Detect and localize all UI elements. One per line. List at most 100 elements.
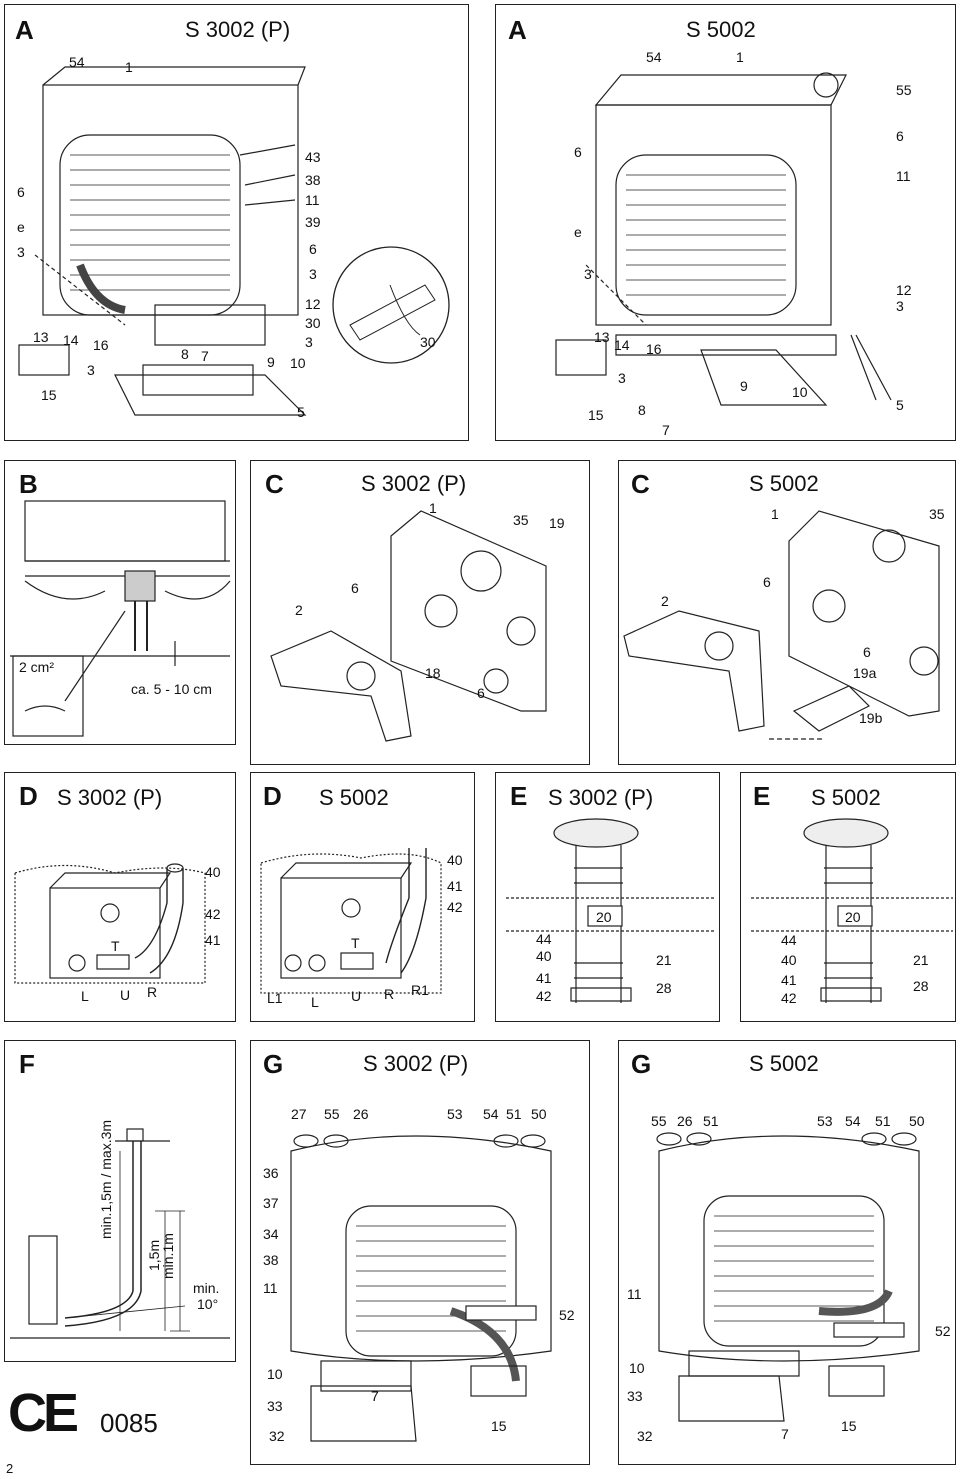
callout-label: 6 bbox=[763, 574, 771, 590]
callout-label: 3 bbox=[17, 244, 25, 260]
panel-E-5002: E S 5002 20 44 40 41 42 21 28 bbox=[740, 772, 956, 1022]
callout-label: L bbox=[81, 988, 89, 1004]
callout-label: 34 bbox=[263, 1226, 279, 1242]
callout-label: 15 bbox=[841, 1418, 857, 1434]
callout-label: 30 bbox=[420, 334, 436, 350]
panel-title: S 5002 bbox=[686, 17, 756, 42]
callout-label: 3 bbox=[305, 334, 313, 350]
callout-label: 36 bbox=[263, 1165, 279, 1181]
panel-A-3002: A S 3002 (P) 54 1 43 38 11 39 6 3 12 30 … bbox=[4, 4, 469, 441]
panel-C-3002: C S 3002 (P) 1 35 19 6 2 18 6 bbox=[250, 460, 590, 765]
panel-letter: B bbox=[19, 469, 38, 499]
panel-E-3002: E S 3002 (P) 20 44 40 41 42 21 28 bbox=[495, 772, 720, 1022]
callout-label: 33 bbox=[627, 1388, 643, 1404]
callout-label: 13 bbox=[594, 329, 610, 345]
panel-title: S 5002 bbox=[319, 785, 389, 810]
heater-exploded-diagram bbox=[555, 72, 892, 406]
panel-D-3002: D S 3002 (P) 40 42 41 T L U R bbox=[4, 772, 236, 1022]
callout-label: 3 bbox=[309, 266, 317, 282]
callout-label: 28 bbox=[913, 978, 929, 994]
callout-label: 6 bbox=[351, 580, 359, 596]
callout-label: 54 bbox=[69, 54, 85, 70]
callout-label: 14 bbox=[63, 332, 79, 348]
panel-B: B 2 cm² ca. 5 - 10 cm bbox=[4, 460, 236, 745]
panel-G-3002: G S 3002 (P) 27 55 26 53 54 51 50 36 37 … bbox=[250, 1040, 590, 1465]
panel-letter: E bbox=[510, 781, 528, 811]
callout-label: 44 bbox=[536, 931, 552, 947]
callout-label: 51 bbox=[703, 1113, 719, 1129]
panel-F: F min.1,5m / max.3m 1,5m min.1m min. 10° bbox=[4, 1040, 236, 1362]
callout-label: 54 bbox=[483, 1106, 499, 1122]
panel-letter: F bbox=[19, 1049, 35, 1079]
callout-label: 10 bbox=[290, 355, 306, 371]
callout-label: 27 bbox=[291, 1106, 307, 1122]
panel-letter: E bbox=[753, 781, 771, 811]
callout-label: min. bbox=[193, 1280, 220, 1296]
callout-label: 5 bbox=[297, 404, 305, 420]
callout-label: 2 cm² bbox=[19, 659, 54, 675]
callout-label: 41 bbox=[536, 970, 552, 986]
callout-label: 10 bbox=[629, 1360, 645, 1376]
callout-label: 3 bbox=[618, 370, 626, 386]
heater-duct-diagram bbox=[14, 863, 206, 984]
callout-label: R1 bbox=[411, 982, 429, 998]
callout-label: L bbox=[311, 994, 319, 1010]
callout-label: 15 bbox=[491, 1418, 507, 1434]
mounting-frame-diagram bbox=[623, 510, 940, 740]
certification-number: 0085 bbox=[100, 1408, 158, 1438]
callout-label: 51 bbox=[875, 1113, 891, 1129]
callout-label: 9 bbox=[740, 378, 748, 394]
callout-label: 55 bbox=[896, 82, 912, 98]
callout-label: 32 bbox=[269, 1428, 285, 1444]
callout-label: 3 bbox=[896, 298, 904, 314]
callout-label: 7 bbox=[371, 1388, 379, 1404]
callout-label: 3 bbox=[584, 266, 592, 282]
callout-label: 2 bbox=[661, 593, 669, 609]
roof-cowl-diagram bbox=[506, 818, 716, 1003]
callout-label: 30 bbox=[305, 315, 321, 331]
callout-label: 6 bbox=[477, 685, 485, 701]
callout-label: min.1,5m / max.3m bbox=[98, 1119, 114, 1239]
panel-letter: D bbox=[263, 781, 282, 811]
callout-label: 26 bbox=[353, 1106, 369, 1122]
callout-label: 11 bbox=[263, 1280, 278, 1296]
callout-label: 52 bbox=[559, 1307, 575, 1323]
callout-label: 10° bbox=[197, 1296, 219, 1312]
callout-label: 54 bbox=[845, 1113, 861, 1129]
mounting-frame-diagram bbox=[270, 510, 547, 742]
callout-label: 42 bbox=[781, 990, 797, 1006]
callout-label: U bbox=[351, 988, 362, 1004]
callout-label: 41 bbox=[205, 932, 221, 948]
callout-label: 20 bbox=[845, 909, 861, 925]
heater-duct-diagram bbox=[260, 848, 442, 994]
callout-label: 11 bbox=[627, 1286, 642, 1302]
callout-label: 41 bbox=[447, 878, 463, 894]
callout-label: 1 bbox=[429, 500, 437, 516]
callout-label: 13 bbox=[33, 329, 49, 345]
callout-label: 55 bbox=[651, 1113, 667, 1129]
heater-exploded-diagram bbox=[18, 66, 450, 416]
callout-label: 21 bbox=[913, 952, 929, 968]
callout-label: 3 bbox=[87, 362, 95, 378]
panel-G-5002: G S 5002 55 26 51 53 54 51 50 11 52 10 3… bbox=[618, 1040, 956, 1465]
callout-label: 42 bbox=[447, 899, 463, 915]
callout-label: 42 bbox=[536, 988, 552, 1004]
callout-label: 53 bbox=[817, 1113, 833, 1129]
callout-label: 1,5m bbox=[146, 1239, 162, 1271]
ce-mark: CE bbox=[8, 1383, 79, 1443]
callout-label: 9 bbox=[267, 354, 275, 370]
callout-label: 53 bbox=[447, 1106, 463, 1122]
callout-label: 52 bbox=[935, 1323, 951, 1339]
page-number: 2 bbox=[6, 1461, 14, 1476]
callout-label: 1 bbox=[771, 506, 779, 522]
panel-title: S 5002 bbox=[749, 1051, 819, 1076]
panel-title: S 5002 bbox=[749, 471, 819, 496]
callout-label: e bbox=[17, 219, 25, 235]
detail-circle bbox=[332, 246, 450, 364]
callout-label: 18 bbox=[425, 665, 441, 681]
callout-label: 15 bbox=[41, 387, 57, 403]
panel-C-5002: C S 5002 1 35 6 2 6 19a 19b bbox=[618, 460, 956, 765]
callout-label: 6 bbox=[896, 128, 904, 144]
callout-label: 10 bbox=[267, 1366, 283, 1382]
panel-title: S 5002 bbox=[811, 785, 881, 810]
